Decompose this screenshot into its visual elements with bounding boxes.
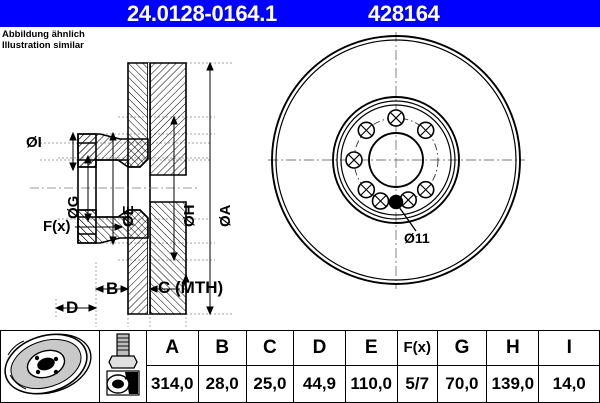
pilot-hole-leader (398, 206, 417, 232)
table-value-G: 70,0 (436, 364, 488, 403)
pilot-hole (388, 194, 404, 210)
bolt-hole (416, 180, 435, 199)
bolt-tool-icon (100, 331, 146, 402)
table-header-C: C (245, 330, 295, 366)
label-force-x: F(x) (43, 218, 71, 235)
label-dia-G: ØG (65, 195, 82, 219)
label-dia-E: ØE (120, 205, 137, 227)
table-value-I: 14,0 (538, 364, 600, 403)
table-header-G: G (436, 330, 488, 366)
section-view-group (30, 61, 232, 327)
article-number: 24.0128-0164.1 (127, 1, 277, 26)
table-header-Fx: F(x) (396, 330, 438, 366)
label-dim-D: D (66, 298, 79, 317)
table-value-B: 28,0 (197, 364, 247, 403)
table-value-H: 139,0 (486, 364, 540, 403)
technical-drawing: ØI ØG ØE ØH ØA F(x) B C (MTH) D Ø11 (0, 27, 600, 328)
front-view-center-lines (268, 32, 525, 289)
brake-disc-3d-icon-cell (0, 330, 100, 403)
note-line-de: Abbildung ähnlich (2, 29, 85, 40)
label-dia-I: ØI (26, 134, 42, 151)
label-dia-A: ØA (217, 204, 234, 228)
table-value-C: 25,0 (245, 364, 295, 403)
brake-disc-3d-svg (4, 333, 92, 395)
bolt-hole (345, 151, 363, 169)
vent-gap-bottom (148, 202, 150, 314)
code-number: 428164 (368, 1, 440, 26)
table-value-E: 110,0 (344, 364, 398, 403)
table-value-D: 44,9 (293, 364, 346, 403)
bolt-holes (345, 109, 435, 210)
front-view-circles (271, 35, 521, 285)
header-banner: 24.0128-0164.1 428164 (0, 0, 600, 27)
front-view-group (268, 32, 525, 289)
table-header-A: A (145, 330, 199, 366)
dimension-table: A B C D E F(x) G H I 314,0 28,0 25,0 44,… (0, 330, 600, 403)
label-dim-B: B (106, 279, 119, 298)
vent-gap-top (148, 63, 150, 175)
table-header-row: A B C D E F(x) G H I (0, 330, 600, 403)
table-header-E: E (344, 330, 398, 366)
bolt-tool-svg (106, 333, 140, 396)
table-header-B: B (197, 330, 247, 366)
note-line-en: Illustration similar (2, 40, 84, 51)
illustration-note: Abbildung ähnlich Illustration similar (2, 29, 85, 51)
table-header-H: H (486, 330, 540, 366)
bolt-tool-icon-cell (98, 330, 147, 403)
brake-disc-3d-icon (1, 331, 99, 402)
label-dia-H: ØH (181, 204, 198, 228)
bolt-hole (371, 192, 390, 210)
table-header-I: I (538, 330, 600, 366)
dimension-arrows-horizontal (54, 223, 190, 312)
label-pilot-hole-diameter: Ø11 (404, 230, 430, 246)
outer-friction-ring-top (149, 62, 187, 176)
drawing-canvas (30, 32, 525, 327)
label-dim-C: C (MTH) (158, 278, 224, 297)
dimension-arrows-vertical (69, 61, 214, 316)
bolt-hole (357, 180, 376, 199)
bolt-hole (416, 121, 435, 140)
table-value-Fx: 5/7 (396, 364, 438, 403)
bolt-hole (357, 121, 376, 140)
table-value-A: 314,0 (145, 364, 199, 403)
hub-bore-outline (77, 142, 129, 235)
table-header-D: D (293, 330, 346, 366)
bolt-hole (387, 109, 405, 127)
table-value-row: 314,0 28,0 25,0 44,9 110,0 5/7 70,0 139,… (1, 364, 600, 403)
